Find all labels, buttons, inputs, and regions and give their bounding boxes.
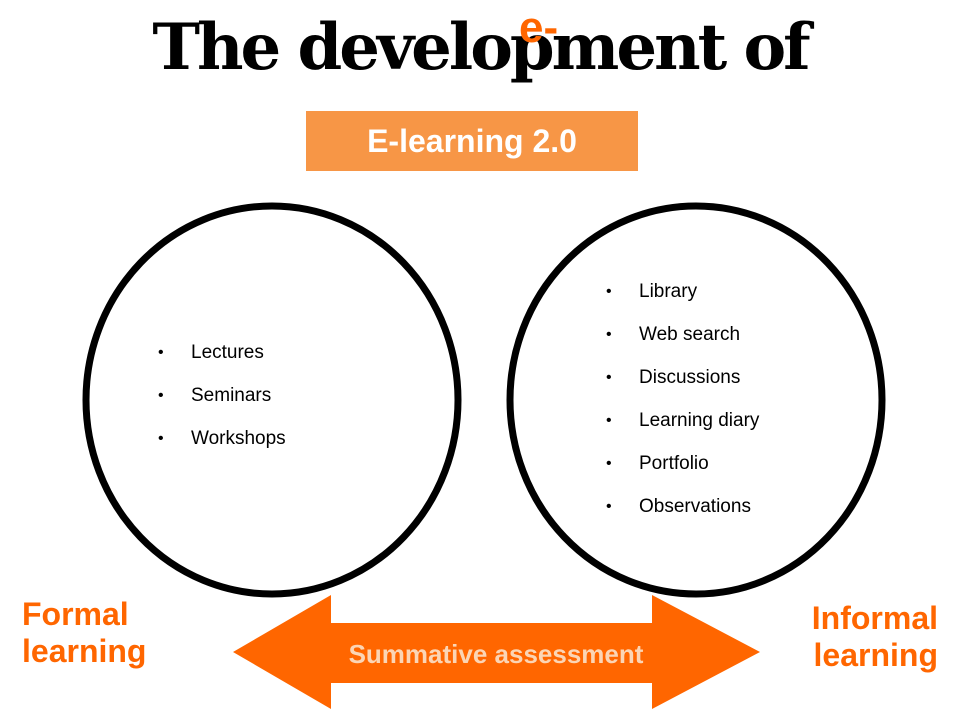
informal-label-line2: learning — [813, 637, 938, 673]
list-item: Portfolio — [606, 453, 759, 496]
formal-learning-label: Formal learning — [22, 596, 146, 670]
double-headed-arrow — [233, 595, 760, 709]
formal-learning-list: Lectures Seminars Workshops — [158, 342, 286, 471]
formal-learning-circle — [82, 202, 462, 598]
list-item: Lectures — [158, 342, 286, 385]
list-item: Web search — [606, 324, 759, 367]
list-item: Learning diary — [606, 410, 759, 453]
list-item: Observations — [606, 496, 759, 539]
title-overlay-text: e- — [519, 3, 559, 52]
list-item: Workshops — [158, 428, 286, 471]
list-item: Library — [606, 281, 759, 324]
informal-learning-circle — [506, 202, 886, 598]
formal-label-line2: learning — [22, 633, 147, 669]
list-item: Seminars — [158, 385, 286, 428]
formal-label-line1: Formal — [22, 596, 129, 632]
elearning-badge: E-learning 2.0 — [306, 111, 638, 171]
informal-label-line1: Informal — [811, 600, 938, 636]
informal-learning-label: Informal learning — [812, 600, 938, 674]
summative-assessment-label: Summative assessment — [348, 639, 644, 669]
slide-title: The development of — [152, 10, 810, 85]
list-item: Discussions — [606, 367, 759, 410]
informal-learning-list: Library Web search Discussions Learning … — [606, 281, 759, 539]
